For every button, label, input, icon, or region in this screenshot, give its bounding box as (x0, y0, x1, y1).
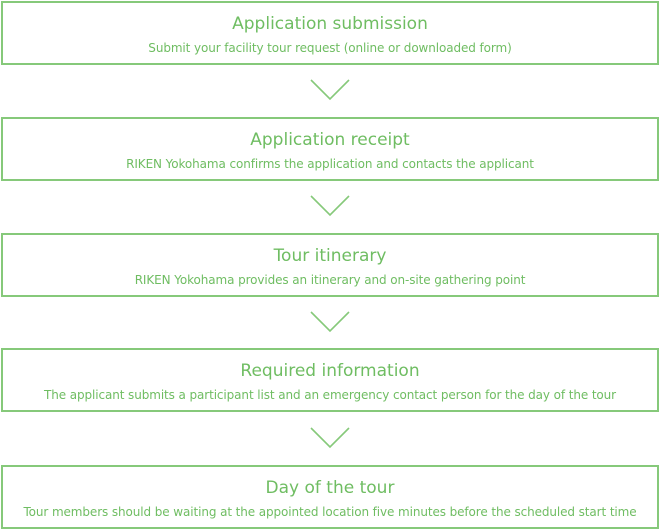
step-title: Day of the tour (265, 478, 395, 498)
step-description: Tour members should be waiting at the ap… (23, 505, 637, 519)
step-description: The applicant submits a participant list… (43, 388, 617, 402)
step-application-submission: Application submission Submit your facil… (1, 1, 659, 65)
step-title: Tour itinerary (273, 246, 387, 266)
step-day-of-the-tour: Day of the tour Tour members should be w… (1, 465, 659, 529)
step-application-receipt: Application receipt RIKEN Yokohama confi… (1, 117, 659, 181)
step-description: RIKEN Yokohama confirms the application … (126, 157, 534, 171)
step-title: Application submission (232, 14, 428, 34)
step-description: RIKEN Yokohama provides an itinerary and… (134, 273, 526, 287)
chevron-down-icon (310, 311, 350, 333)
chevron-down-icon (310, 79, 350, 101)
chevron-down-icon (310, 427, 350, 449)
step-title: Application receipt (250, 130, 410, 150)
step-required-information: Required information The applicant submi… (1, 348, 659, 412)
chevron-down-icon (310, 195, 350, 217)
step-description: Submit your facility tour request (onlin… (148, 41, 512, 55)
step-title: Required information (240, 361, 420, 381)
step-tour-itinerary: Tour itinerary RIKEN Yokohama provides a… (1, 233, 659, 297)
